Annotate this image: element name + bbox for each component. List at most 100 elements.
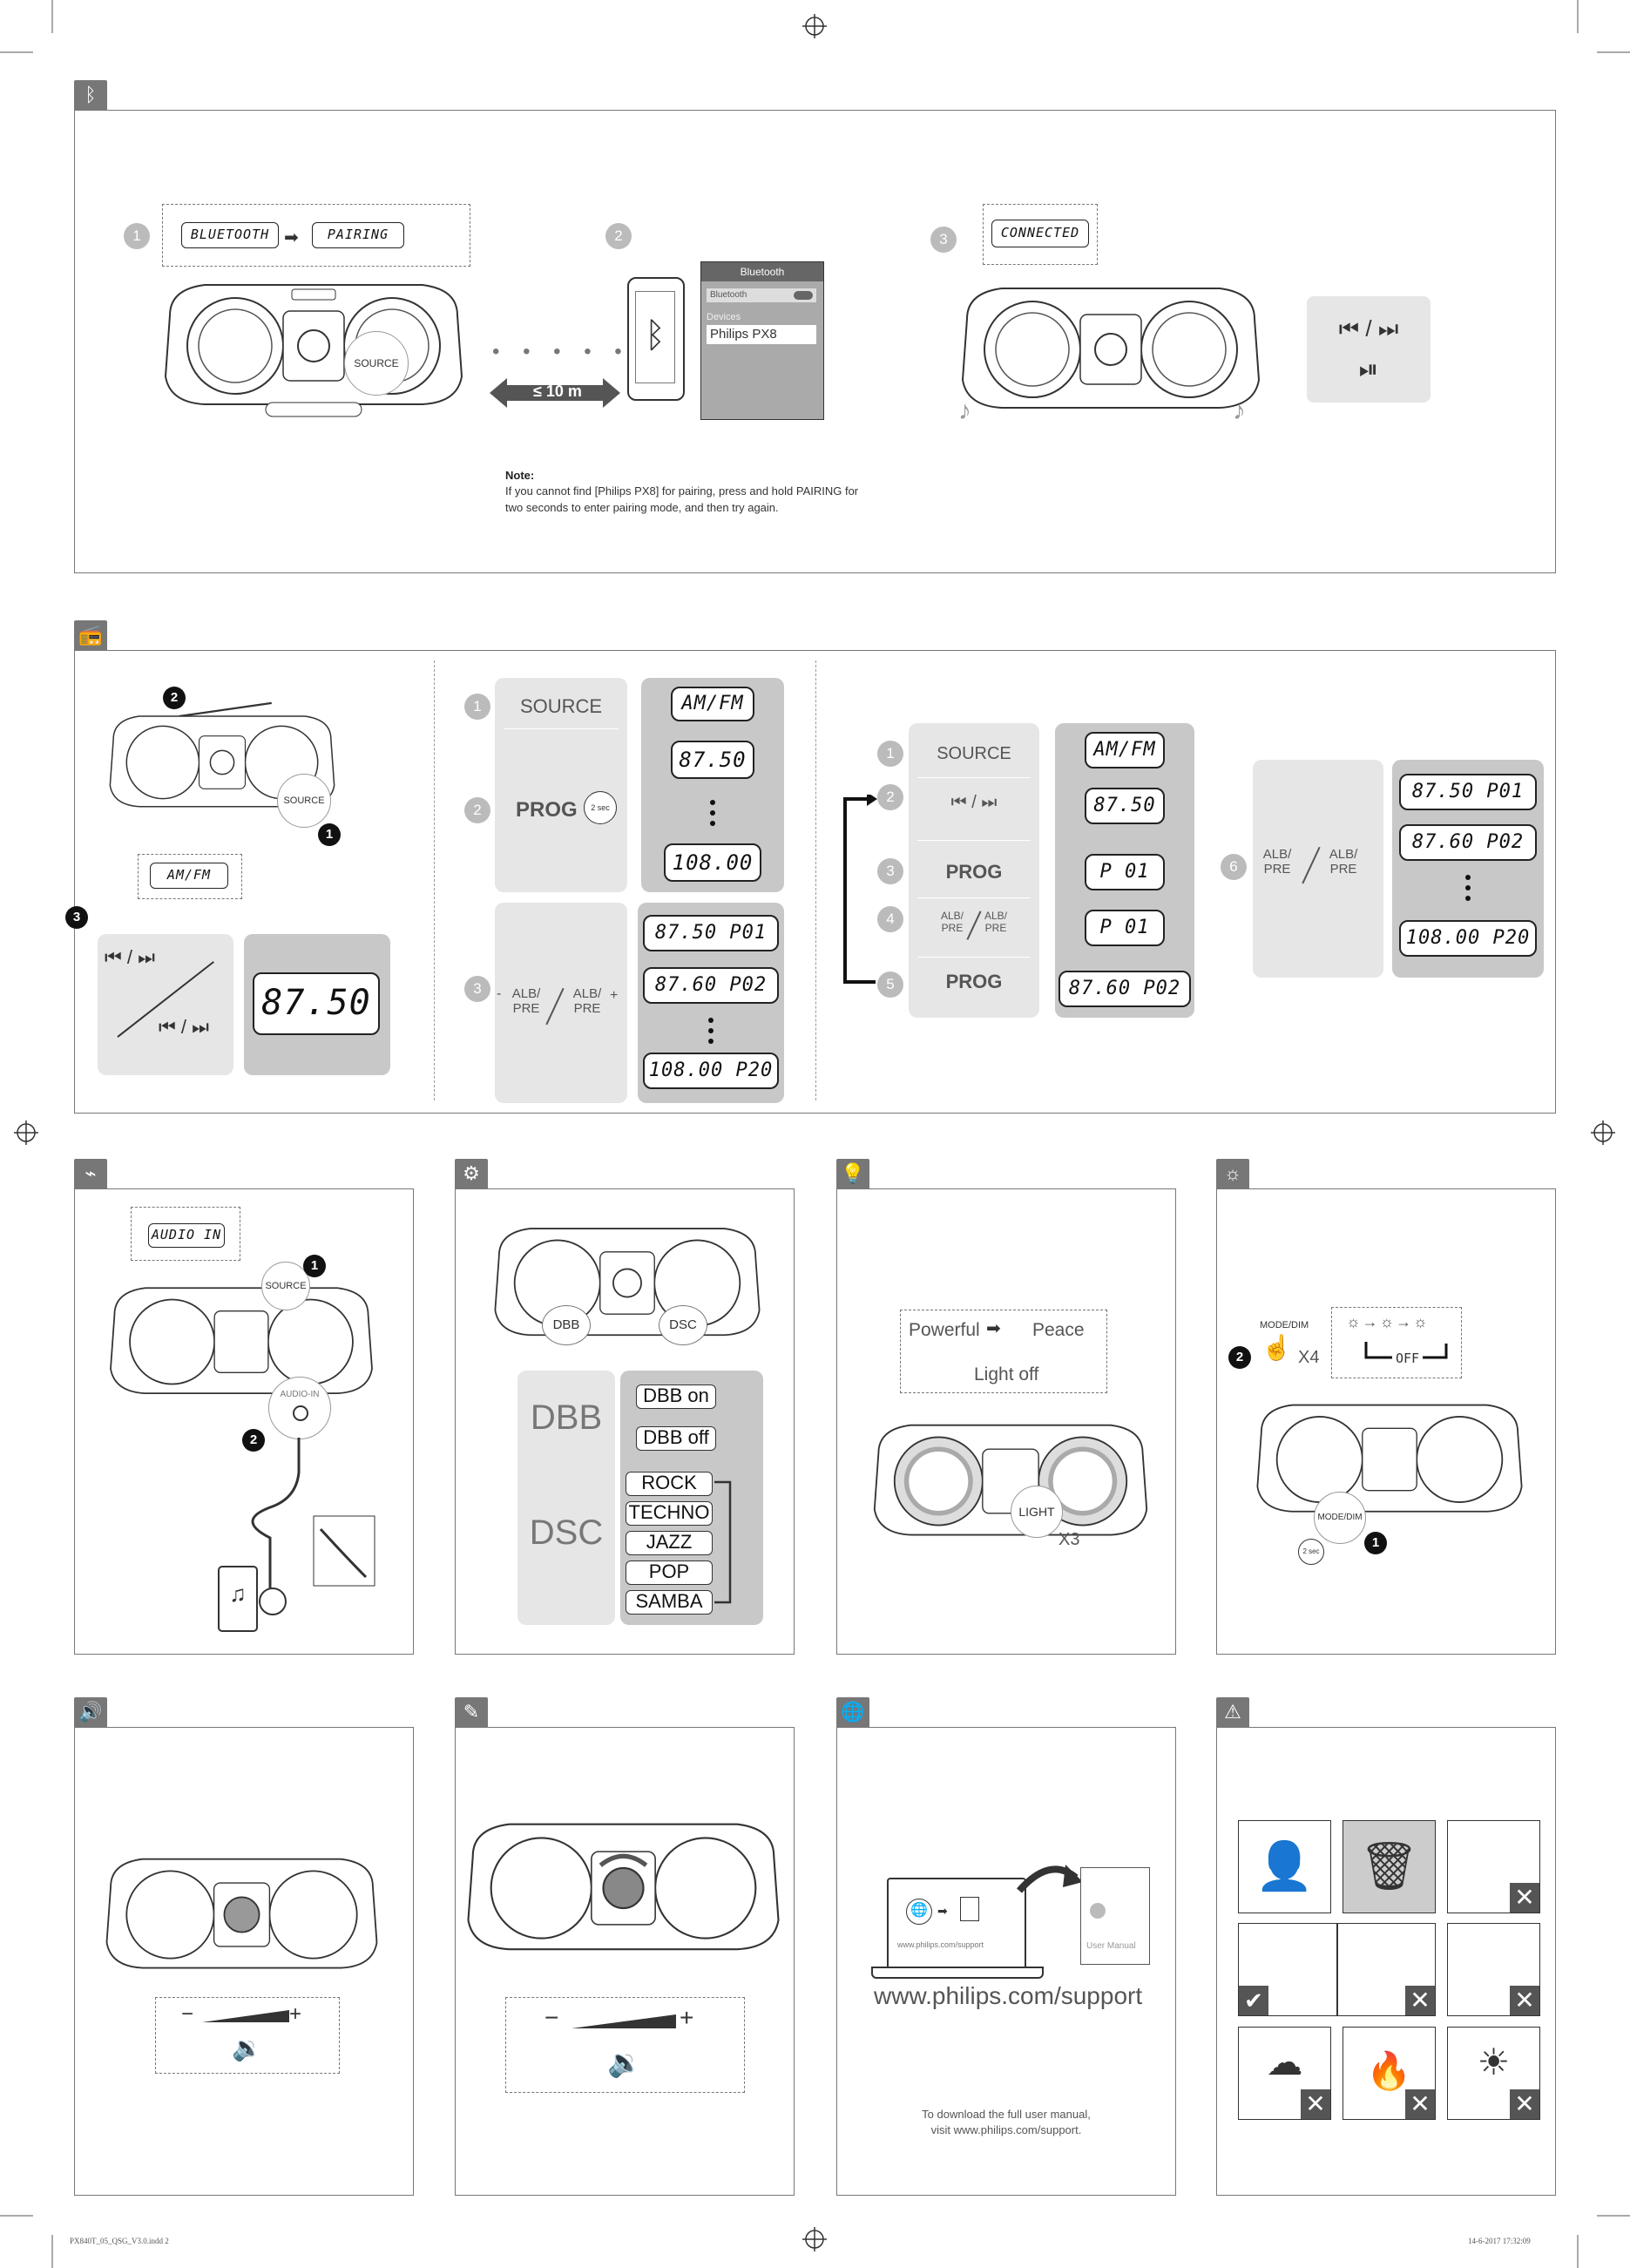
manual-alb-minus[interactable]: ALB/ PRE xyxy=(940,910,964,934)
volume-ramp-icon xyxy=(202,2010,289,2022)
volume-boombox xyxy=(105,1858,378,1969)
light-press-count: X3 xyxy=(1058,1530,1080,1549)
read-manual-icon: 👤 xyxy=(1238,1820,1331,1913)
dbb-title: DBB xyxy=(530,1398,603,1437)
audio-in-boombox xyxy=(110,1287,373,1394)
audio-in-callout xyxy=(131,1207,240,1261)
dimmer-step-1: 1 xyxy=(1364,1532,1387,1554)
manual-prog-label[interactable]: PROG xyxy=(945,861,1003,883)
manual-prog-label-2[interactable]: PROG xyxy=(945,971,1003,992)
knob-volume-minus[interactable]: − xyxy=(544,2004,559,2031)
audio-source-button[interactable]: SOURCE xyxy=(261,1262,310,1310)
dsc-pop-option[interactable]: POP xyxy=(626,1561,713,1585)
volume-minus[interactable]: − xyxy=(181,2002,194,2026)
light-button[interactable]: LIGHT xyxy=(1011,1486,1063,1538)
dimmer-callout xyxy=(1331,1307,1462,1378)
timer-2sec-icon: 2 sec xyxy=(584,791,617,824)
preset-select-buttons-panel: ALB/ PRE ALB/ PRE xyxy=(1253,760,1383,978)
manual-step-4: 4 xyxy=(877,906,903,932)
brightness-icon: ☼ xyxy=(1216,1159,1249,1188)
ellipsis-dots xyxy=(710,800,715,831)
download-text: To download the full user manual, visit … xyxy=(922,2108,1091,2136)
tune-prev-next-icon[interactable]: ⏮ / ⏭ xyxy=(105,946,155,968)
knob-volume-callout xyxy=(505,1997,745,2093)
manual-lcd-p02: 87.60 P02 xyxy=(1058,971,1191,1007)
manual-display-panel: AM/FM 87.50 P 01 P 01 87.60 P02 xyxy=(1055,723,1194,1018)
phone-toggle-label: Bluetooth xyxy=(710,290,747,300)
phone-device-item[interactable]: Philips PX8 xyxy=(707,325,816,344)
boombox-connected-illustration: ♪♪ xyxy=(958,288,1261,423)
manual-prev-next[interactable]: ⏮ / ⏭ xyxy=(950,793,998,812)
support-url[interactable]: www.philips.com/support xyxy=(874,1982,1143,2009)
settings-gear-icon: ⚙ xyxy=(455,1159,488,1188)
dsc-rock-option[interactable]: ROCK xyxy=(626,1472,713,1496)
dbb-off-option[interactable]: DBB off xyxy=(636,1426,716,1451)
source-label[interactable]: SOURCE xyxy=(519,695,603,717)
dsc-jazz-option[interactable]: JAZZ xyxy=(626,1531,713,1555)
laptop-base xyxy=(871,1967,1044,1979)
boombox-antenna-illustration xyxy=(109,701,335,808)
phone-illustration: ᛒ xyxy=(627,277,685,401)
cross-icon: ✕ xyxy=(1301,2089,1330,2119)
laptop-url[interactable]: www.philips.com/support xyxy=(897,1940,984,1949)
dbb-button[interactable]: DBB xyxy=(542,1305,591,1345)
knob-volume-plus[interactable]: + xyxy=(680,2004,694,2031)
dbb-on-option[interactable]: DBB on xyxy=(636,1384,716,1409)
lcd-amfm: AM/FM xyxy=(671,687,754,721)
radio-icon: 📻 xyxy=(74,620,107,650)
radio-step-3-tune: 3 xyxy=(65,906,88,929)
manual-alb-plus[interactable]: ALB/ PRE xyxy=(984,910,1007,934)
curved-arrow-icon xyxy=(1016,1865,1083,1893)
prev-next-icon[interactable]: ⏮ / ⏭ xyxy=(1338,315,1399,342)
minus-label: - xyxy=(497,986,502,1001)
music-player-icon: ♫ xyxy=(218,1566,258,1632)
radio-prog-step-3: 3 xyxy=(464,976,490,1002)
knob-speaker-icon: 🔉 xyxy=(607,2047,642,2078)
cross-icon: ✕ xyxy=(1510,1986,1539,2015)
preset-display-panel: 87.50 P01 87.60 P02 108.00 P20 xyxy=(638,903,784,1103)
source-button[interactable]: SOURCE xyxy=(344,331,409,396)
headphone-jack-icon xyxy=(259,1588,287,1615)
radio-source-button[interactable]: SOURCE xyxy=(277,774,331,828)
tune-hold-prev-next-icon[interactable]: ⏮ / ⏭ xyxy=(159,1016,209,1038)
lcd-amfm-small: AM/FM xyxy=(150,863,228,889)
no-dust-icon: ✕ xyxy=(1447,1923,1540,2016)
footer-filename: PX840T_05_QSG_V3.0.indd 2 xyxy=(70,2237,169,2245)
alb-pre-minus-button[interactable]: ALB/ PRE xyxy=(511,986,541,1016)
preset-alb-minus[interactable]: ALB/ PRE xyxy=(1262,847,1292,877)
distance-arrow xyxy=(490,378,620,408)
mode-dim-button[interactable]: MODE/DIM xyxy=(1314,1492,1366,1544)
lcd-preset-20: 108.00 P20 xyxy=(643,1053,779,1089)
jack-port-icon[interactable] xyxy=(293,1405,308,1421)
light-arrow-icon: ➡ xyxy=(986,1319,1001,1338)
alb-pre-plus-button[interactable]: ALB/ PRE xyxy=(572,986,602,1016)
hand-press-icon[interactable]: ☝ xyxy=(1261,1334,1292,1361)
repeat-bracket-arrow xyxy=(843,795,877,984)
note-text: If you cannot find [Philips PX8] for pai… xyxy=(505,484,859,514)
sound-boombox xyxy=(494,1228,761,1337)
plus-label: + xyxy=(610,988,619,1003)
dsc-techno-option[interactable]: TECHNO xyxy=(626,1501,713,1526)
volume-knob-section xyxy=(455,1727,795,2196)
phone-settings-screen: Bluetooth Bluetooth Devices Philips PX8 xyxy=(700,261,824,420)
volume-callout xyxy=(155,1997,340,2074)
preset-alb-plus[interactable]: ALB/ PRE xyxy=(1329,847,1358,877)
play-pause-icon[interactable]: ⏯ xyxy=(1358,355,1379,383)
phone-bt-toggle-row[interactable]: Bluetooth xyxy=(707,288,816,302)
dsc-button[interactable]: DSC xyxy=(659,1305,707,1345)
sound-options-panel: DBB on DBB off ROCK TECHNO JAZZ POP SAMB… xyxy=(620,1371,763,1625)
bt-step-2: 2 xyxy=(605,223,632,249)
tune-display-panel: 87.50 xyxy=(244,934,390,1075)
phone-header: Bluetooth xyxy=(701,262,823,281)
toggle-switch[interactable] xyxy=(794,291,813,300)
knob-turn-icon: ✎ xyxy=(455,1697,488,1727)
radio-step-2-antenna: 2 xyxy=(163,687,186,709)
off-label: OFF xyxy=(1392,1351,1424,1366)
lcd-pairing: PAIRING xyxy=(312,222,404,248)
lcd-audio-in: AUDIO IN xyxy=(148,1223,225,1248)
dsc-samba-option[interactable]: SAMBA xyxy=(626,1590,713,1615)
manual-source-label[interactable]: SOURCE xyxy=(937,744,1011,763)
light-peace: Peace xyxy=(1032,1320,1085,1340)
prog-label[interactable]: PROG xyxy=(516,798,578,822)
volume-plus[interactable]: + xyxy=(289,2002,302,2026)
